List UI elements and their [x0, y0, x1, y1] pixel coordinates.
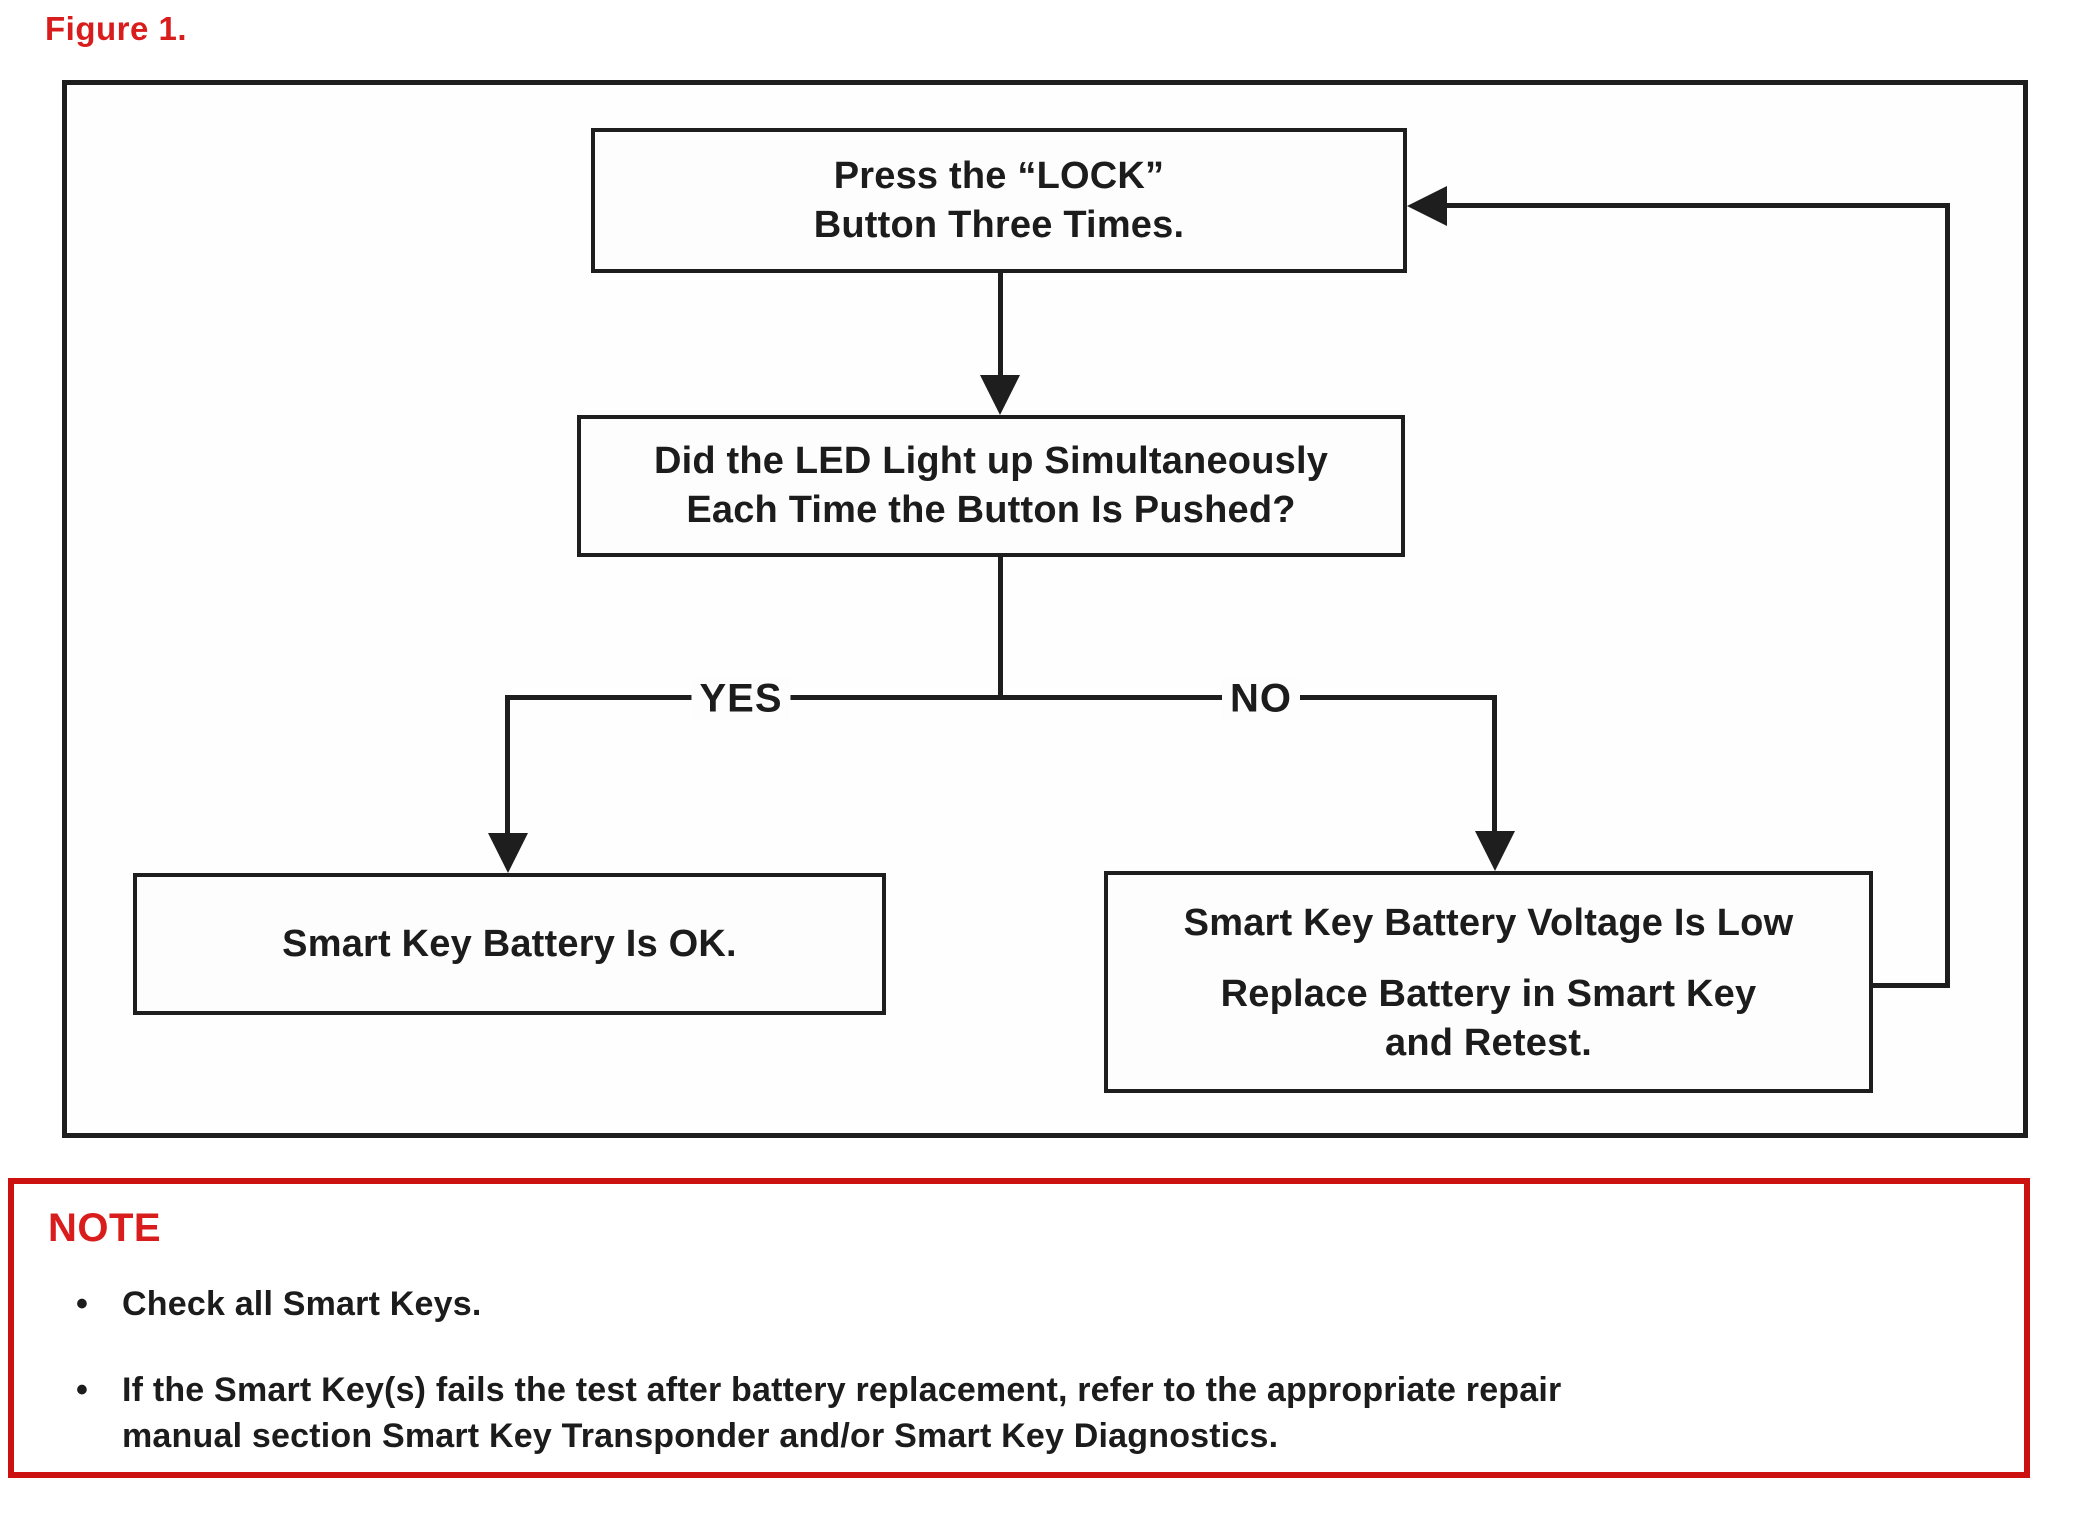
note-panel: NOTE • Check all Smart Keys. • If the Sm… — [8, 1178, 2030, 1478]
connector-feedback-vertical — [1945, 203, 1950, 988]
arrowhead-down-icon — [1475, 831, 1515, 871]
bullet-dot-icon: • — [76, 1285, 89, 1323]
node-led-question-line2: Each Time the Button Is Pushed? — [686, 489, 1296, 531]
bullet-dot-icon: • — [76, 1371, 89, 1409]
connector-top-to-question — [998, 273, 1003, 377]
node-press-lock: Press the “LOCK” Button Three Times. — [591, 128, 1407, 273]
node-press-lock-line2: Button Three Times. — [813, 203, 1185, 246]
note-bullet-retest-failure-text: If the Smart Key(s) fails the test after… — [122, 1367, 1561, 1459]
node-led-question: Did the LED Light up Simultaneously Each… — [577, 415, 1405, 557]
flowchart-frame: Press the “LOCK” Button Three Times. Did… — [62, 80, 2028, 1138]
note-bullet-check-keys: • Check all Smart Keys. — [48, 1281, 1994, 1327]
node-battery-low-line1: Smart Key Battery Voltage Is Low — [1183, 902, 1794, 944]
connector-feedback-stub — [1873, 983, 1950, 988]
node-battery-ok: Smart Key Battery Is OK. — [133, 873, 886, 1015]
connector-no-vertical — [1492, 695, 1497, 833]
connector-yes-vertical — [505, 695, 510, 835]
node-battery-low-action-line2: and Retest. — [1384, 1022, 1593, 1064]
node-battery-ok-text: Smart Key Battery Is OK. — [282, 922, 737, 965]
arrowhead-down-icon — [488, 833, 528, 873]
connector-question-to-branch — [998, 557, 1003, 700]
note-bullet-check-keys-text: Check all Smart Keys. — [122, 1281, 482, 1327]
figure-label: Figure 1. — [45, 10, 188, 47]
node-press-lock-line1: Press the “LOCK” — [833, 154, 1165, 197]
branch-label-yes: YES — [691, 676, 791, 722]
connector-feedback-horizontal — [1445, 203, 1950, 208]
node-battery-low-action: Replace Battery in Smart Key and Retest. — [1221, 970, 1757, 1068]
note-bullet1-line1: Check all Smart Keys. — [122, 1285, 482, 1323]
arrowhead-left-icon — [1407, 186, 1447, 226]
arrowhead-down-icon — [980, 375, 1020, 415]
note-bullet-retest-failure: • If the Smart Key(s) fails the test aft… — [48, 1367, 1994, 1459]
node-battery-low: Smart Key Battery Voltage Is Low Replace… — [1104, 871, 1873, 1093]
note-bullet2-line1: If the Smart Key(s) fails the test after… — [122, 1371, 1562, 1409]
connector-branch-horizontal — [505, 695, 1497, 700]
note-title: NOTE — [48, 1206, 162, 1250]
note-bullet2-line2: manual section Smart Key Transponder and… — [122, 1417, 1279, 1455]
node-battery-low-action-line1: Replace Battery in Smart Key — [1220, 973, 1757, 1015]
node-led-question-line1: Did the LED Light up Simultaneously — [653, 440, 1329, 482]
branch-label-no: NO — [1222, 676, 1300, 722]
